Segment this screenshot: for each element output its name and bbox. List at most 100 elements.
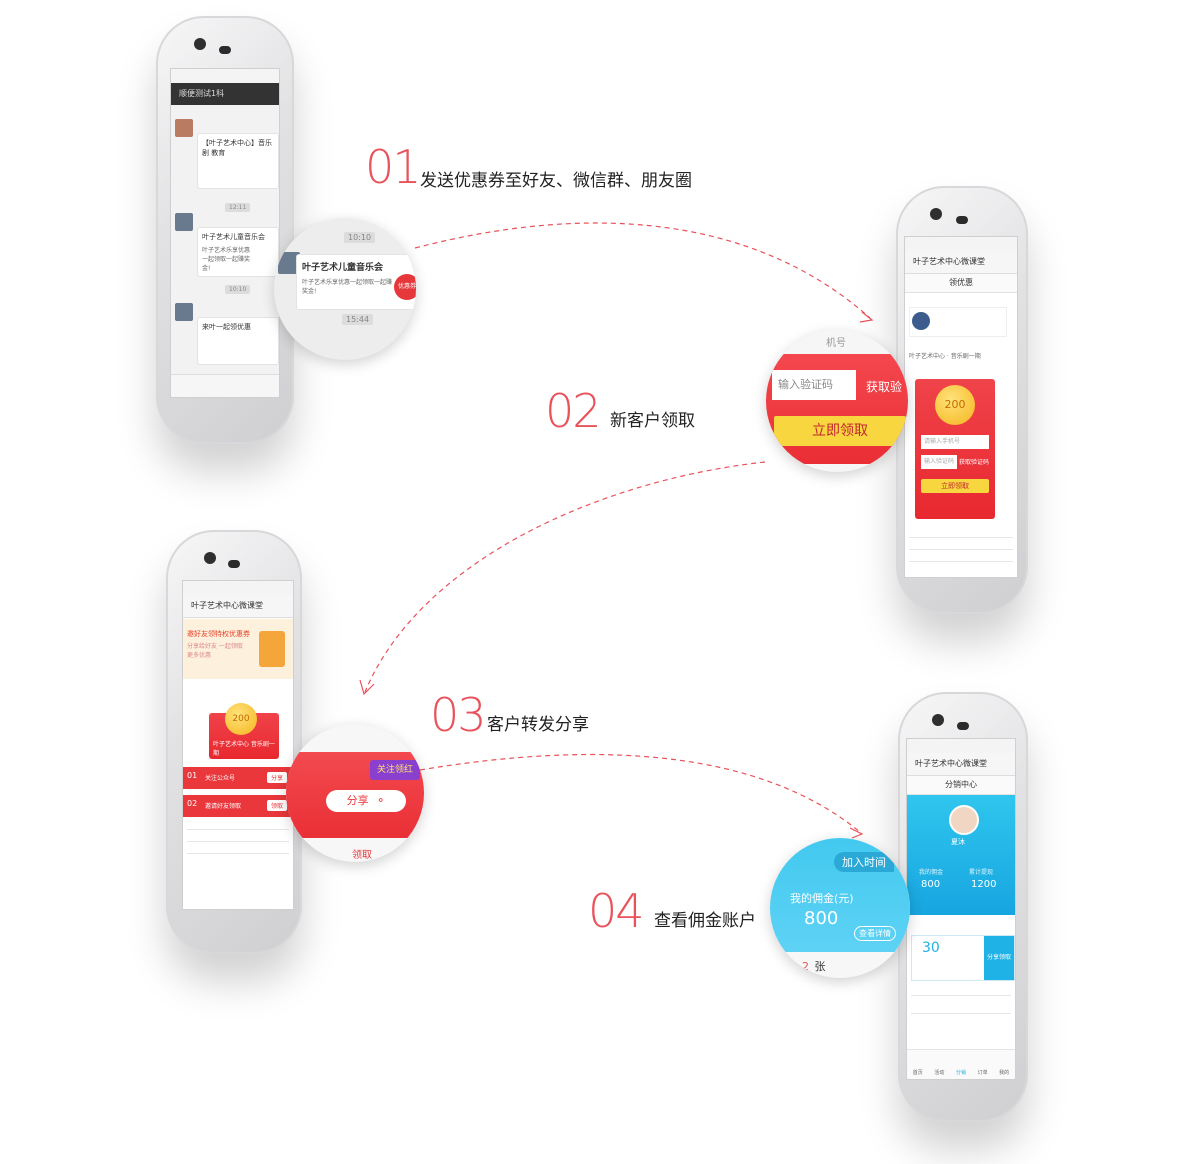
divider [187, 841, 289, 842]
page-title: 叶子艺术中心微课堂 [905, 251, 1017, 274]
divider [187, 853, 289, 854]
step-4-number: 04 [588, 884, 645, 938]
row-button[interactable]: 分享 [266, 772, 287, 783]
page-title: 叶子艺术中心微课堂 [183, 595, 293, 618]
speaker-icon [957, 722, 969, 730]
card-text: 叶子艺术中心 音乐剧一期 [213, 741, 275, 757]
zoom-circle-chat: 10:10 叶子艺术儿童音乐会 叶子艺术乐享优惠一起领取一起赚奖金! 优惠券 1… [274, 218, 416, 360]
status-bar [905, 237, 1017, 251]
step-2-text: 新客户领取 [610, 411, 695, 431]
profile-panel: 夏沐 我的佣金 800 累计提现 1200 [907, 795, 1015, 915]
zoom-card-title: 叶子艺术儿童音乐会 [302, 263, 384, 273]
chat-card[interactable]: 来叶一起领优惠 [197, 317, 279, 365]
zoom-count: 2 张 [802, 958, 826, 974]
row-text: 邀请好友领取 [205, 803, 242, 810]
gift-icon [259, 631, 285, 667]
chat-time: 12:11 [225, 203, 251, 212]
intro-text: 叶子艺术中心 · 音乐剧一期 [909, 353, 981, 360]
phone-commission: 叶子艺术中心微课堂 分销中心 夏沐 我的佣金 800 累计提现 1200 30 … [898, 692, 1028, 1122]
step-3-number: 03 [430, 688, 487, 742]
camera-icon [204, 552, 216, 564]
camera-icon [930, 208, 942, 220]
zoom-circle-commission: 加入时间 我的佣金(元) 800 查看详情 2 张 [770, 838, 910, 978]
row-button[interactable]: 领取 [266, 800, 287, 811]
arrow-1-to-2 [414, 222, 871, 319]
commission-screen: 叶子艺术中心微课堂 分销中心 夏沐 我的佣金 800 累计提现 1200 30 … [906, 738, 1016, 1080]
tab-orders[interactable]: 订单 [977, 1070, 988, 1076]
zoom-code-input[interactable]: 输入验证码 [772, 370, 856, 400]
camera-icon [932, 714, 944, 726]
arrow-3-to-4 [419, 753, 861, 833]
arrow-1-head [859, 311, 874, 323]
zoom-details-button[interactable]: 查看详情 [854, 926, 896, 941]
zoom-get-code[interactable]: 获取验 [866, 380, 903, 394]
zoom-top-text: 机号 [826, 338, 846, 349]
banner-title: 邀好友领特权优惠券 [187, 630, 250, 638]
row-number: 02 [187, 799, 198, 808]
share-label: 分享 [346, 794, 369, 807]
speaker-icon [219, 46, 231, 54]
task-row-2[interactable]: 02 邀请好友领取 领取 [183, 795, 293, 817]
avatar [949, 805, 979, 835]
divider [911, 995, 1011, 996]
zoom-commission-label: 我的佣金(元) [790, 892, 854, 905]
zoom-time: 15:44 [342, 314, 374, 325]
card-title: 【叶子艺术中心】音乐剧 教育 [202, 139, 272, 157]
get-code-button[interactable]: 获取验证码 [959, 459, 990, 466]
card-title: 叶子艺术儿童音乐会 [202, 233, 265, 241]
card-subtitle: 叶子艺术乐享优惠一起领取一起赚奖金! [202, 247, 251, 272]
invite-banner: 邀好友领特权优惠券 分享给好友 一起领取更多优惠 [183, 619, 293, 679]
chat-screen: 顺便测试1科 【叶子艺术中心】音乐剧 教育 12:11 叶子艺术儿童音乐会 叶子… [170, 68, 280, 398]
chat-card[interactable]: 叶子艺术儿童音乐会 叶子艺术乐享优惠一起领取一起赚奖金! [197, 227, 279, 277]
claim-screen: 叶子艺术中心微课堂 领优惠 叶子艺术中心 · 音乐剧一期 200 请输入手机号 … [904, 236, 1018, 578]
code-input[interactable]: 输入验证码 [921, 455, 957, 469]
stat-2-label: 累计提现 [969, 869, 994, 876]
arrow-2-to-3 [364, 461, 766, 693]
stat-1-value: 800 [921, 879, 941, 890]
chat-input-bar[interactable] [171, 374, 279, 397]
speaker-icon [228, 560, 240, 568]
coupon-share-button[interactable]: 分享领取 [984, 936, 1014, 980]
status-bar [171, 69, 279, 83]
coupon-value: 30 [922, 940, 940, 956]
zoom-claim-button[interactable]: 立即领取 [774, 416, 906, 446]
phone-input[interactable]: 请输入手机号 [921, 435, 989, 449]
step-2-number: 02 [545, 384, 602, 438]
share-screen: 叶子艺术中心微课堂 邀好友领特权优惠券 分享给好友 一起领取更多优惠 200 叶… [182, 580, 294, 910]
coupon-card[interactable]: 30 分享领取 [911, 935, 1015, 981]
tab-distribute[interactable]: 分销 [955, 1070, 966, 1076]
page-subtitle: 分销中心 [907, 776, 1015, 795]
row-number: 01 [187, 771, 198, 780]
count-unit: 张 [814, 960, 826, 973]
step-4-text: 查看佣金账户 [654, 911, 756, 931]
zoom-card-sub: 叶子艺术乐享优惠一起领取一起赚奖金! [302, 279, 393, 295]
coin-value: 200 [232, 714, 250, 724]
zoom-circle-claim: 机号 输入验证码 获取验 立即领取 [766, 330, 908, 472]
arrow-3-head [849, 827, 864, 839]
zoom-badge: 优惠券 [394, 274, 416, 300]
zoom-commission-value: 800 [804, 908, 839, 929]
task-row-1[interactable]: 01 关注公众号 分享 [183, 767, 293, 789]
count-value: 2 [802, 960, 809, 973]
phone-chat: 顺便测试1科 【叶子艺术中心】音乐剧 教育 12:11 叶子艺术儿童音乐会 叶子… [156, 16, 294, 444]
phone-share: 叶子艺术中心微课堂 邀好友领特权优惠券 分享给好友 一起领取更多优惠 200 叶… [166, 530, 302, 954]
claim-button[interactable]: 立即领取 [921, 479, 989, 493]
bottom-tabbar: 首页 活动 分销 订单 我的 [907, 1049, 1015, 1079]
tab-activity[interactable]: 活动 [934, 1070, 945, 1076]
zoom-follow-badge: 关注领红 [370, 760, 420, 780]
avatar [278, 252, 300, 274]
zoom-time: 10:10 [344, 232, 376, 243]
zoom-share-button[interactable]: 分享 ⚬ [326, 790, 406, 812]
avatar [175, 119, 193, 137]
tab-mine[interactable]: 我的 [999, 1070, 1010, 1076]
status-bar [183, 581, 293, 595]
chat-card[interactable]: 【叶子艺术中心】音乐剧 教育 [197, 133, 279, 189]
red-envelope: 200 请输入手机号 输入验证码 获取验证码 立即领取 [915, 379, 995, 519]
zoom-claim-label[interactable]: 领取 [352, 850, 372, 861]
divider [909, 549, 1013, 550]
tab-home[interactable]: 首页 [912, 1070, 923, 1076]
nickname: 夏沐 [951, 838, 965, 846]
chat-title: 顺便测试1科 [171, 83, 279, 105]
avatar [175, 303, 193, 321]
